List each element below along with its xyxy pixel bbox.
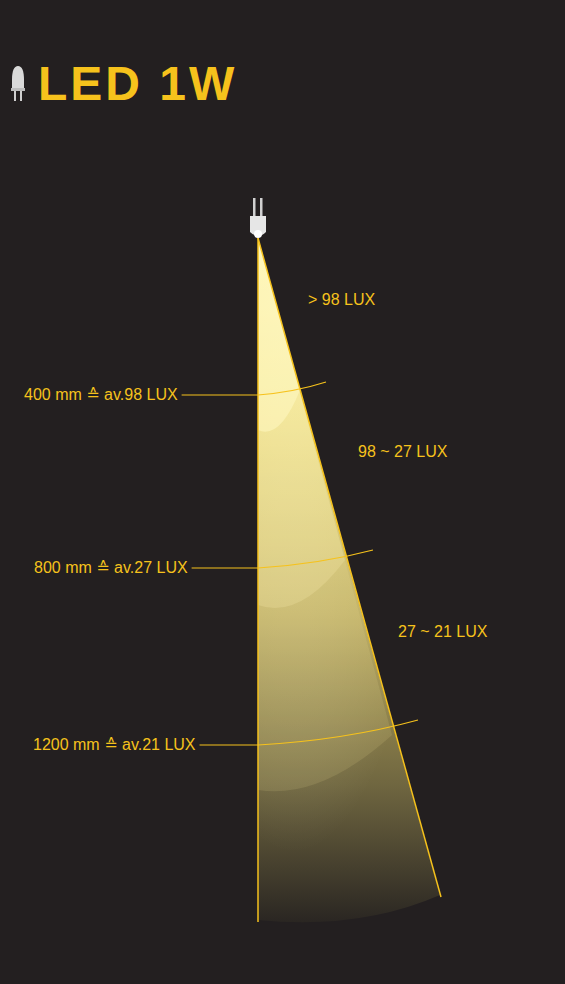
leader-line <box>200 744 258 745</box>
led-symbol <box>250 198 266 238</box>
light-glow <box>258 238 440 922</box>
distance-label: 1200 mm ≙ av.21 LUX <box>33 737 196 753</box>
distance-arc <box>258 382 326 395</box>
distance-arc <box>258 720 418 745</box>
lux-range-label: 27 ~ 21 LUX <box>398 624 487 640</box>
lux-range-label: > 98 LUX <box>308 292 375 308</box>
light-cone <box>258 238 440 922</box>
lux-range-label: 98 ~ 27 LUX <box>358 444 447 460</box>
led-icon <box>11 66 25 101</box>
distance-label: 400 mm ≙ av.98 LUX <box>24 387 178 403</box>
leader-line <box>182 394 258 395</box>
axis-line <box>257 238 259 922</box>
diagram-title: LED 1W <box>38 60 237 108</box>
cone-edge <box>258 238 441 897</box>
leader-line <box>192 567 258 568</box>
distance-label: 800 mm ≙ av.27 LUX <box>34 560 188 576</box>
distance-arc <box>258 550 373 568</box>
